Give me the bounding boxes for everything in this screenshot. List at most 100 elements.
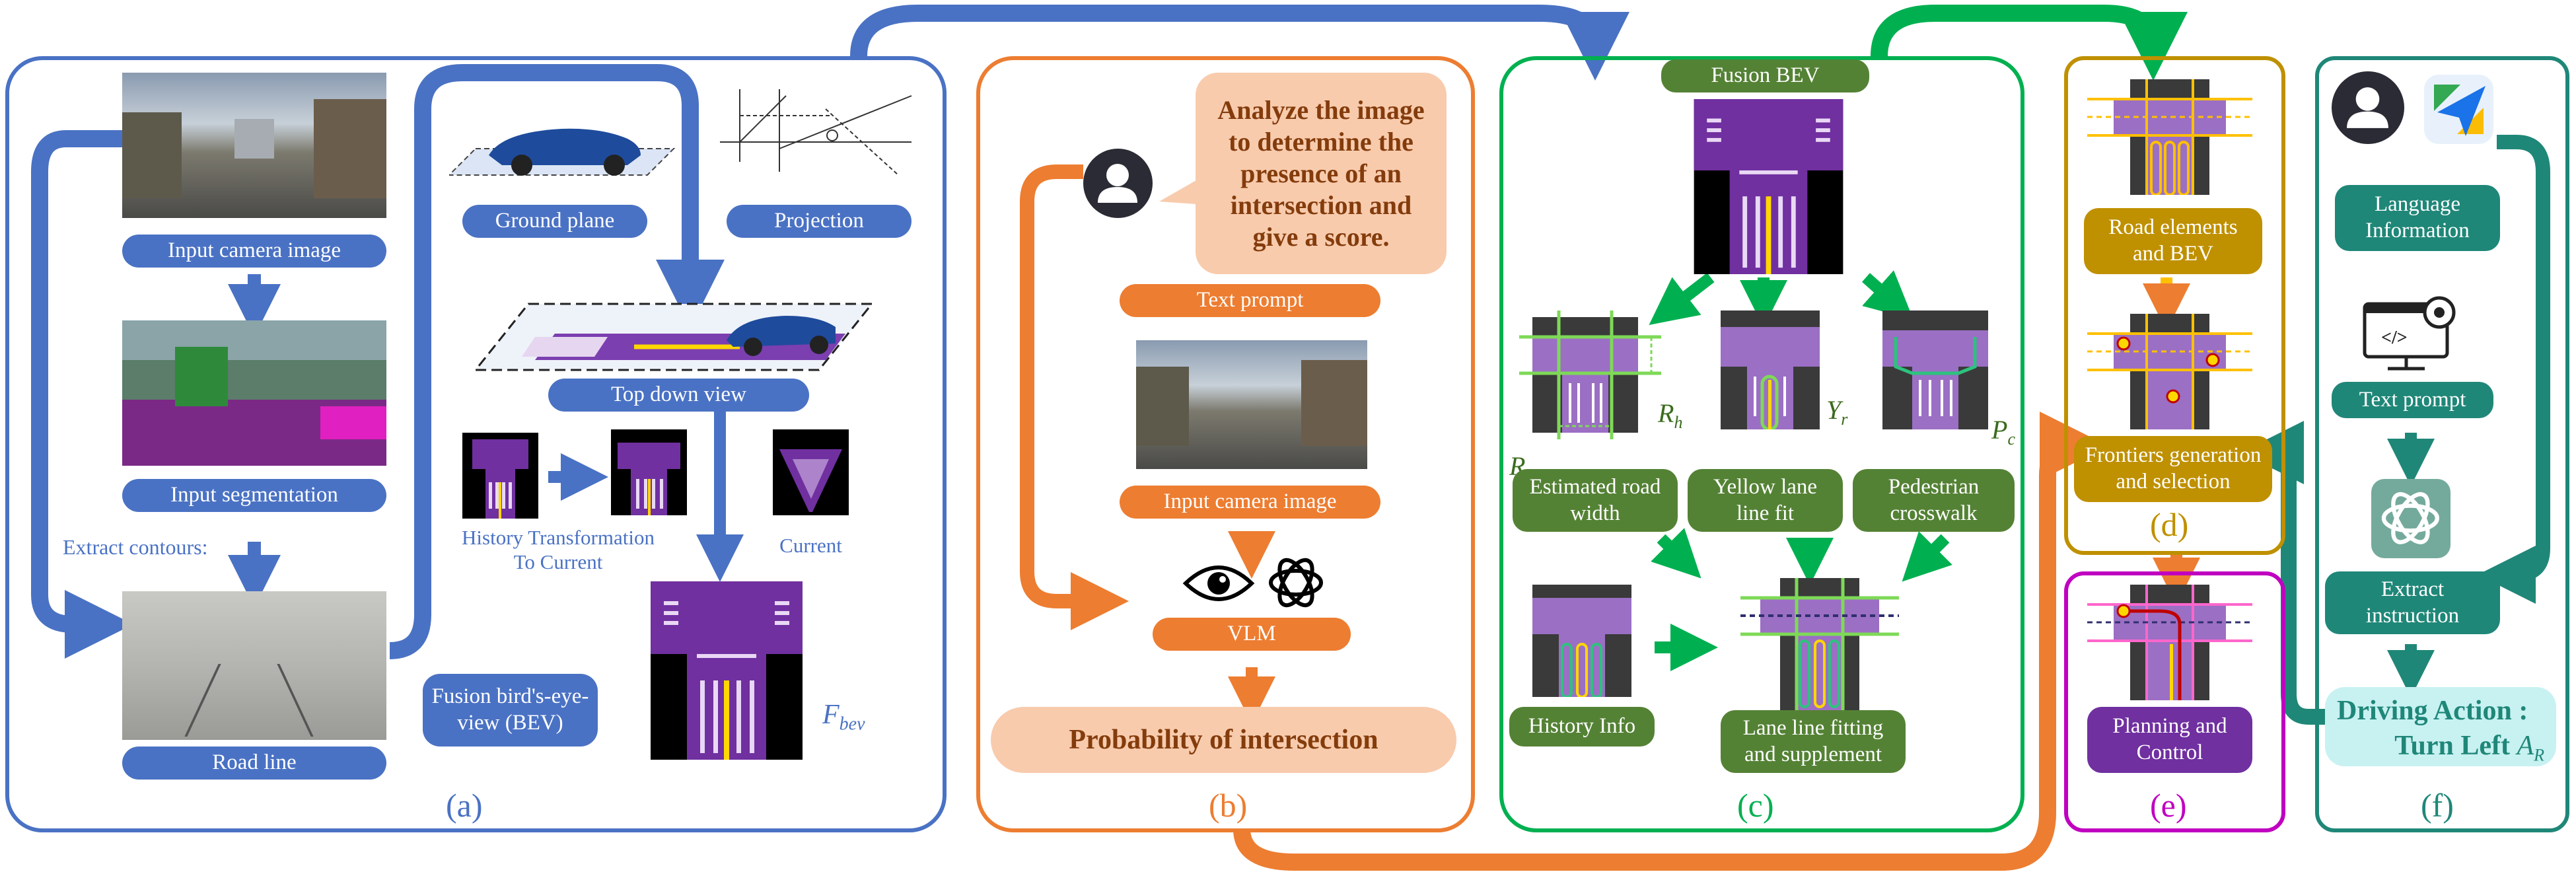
- road-elements-label: Road elements and BEV: [2084, 208, 2262, 274]
- panel-d-letter: (d): [2150, 506, 2189, 543]
- lane-fitting-bev-graphic: [1740, 578, 1899, 710]
- speech-bubble-tail: [1159, 175, 1205, 205]
- history-info-bev-graphic: [1532, 585, 1631, 697]
- probability-label: Probability of intersection: [991, 707, 1456, 773]
- input-camera-label: Input camera image: [122, 235, 386, 268]
- current-label: Current: [779, 534, 842, 557]
- input-segmentation-label: Input segmentation: [122, 479, 386, 512]
- rh-symbol-sub: h: [1674, 413, 1683, 432]
- fusion-bev-label-c: Fusion BEV: [1661, 59, 1869, 92]
- user-avatar-icon-f: [2332, 71, 2404, 144]
- driving-action-line1: Driving Action :: [2337, 696, 2528, 726]
- arrow-b-left-loop: [1020, 164, 1129, 630]
- history-bev-graphic: [462, 433, 538, 519]
- panel-b-letter: (b): [1209, 787, 1248, 824]
- transformed-bev-graphic: [611, 429, 687, 515]
- history-info-label: History Info: [1509, 707, 1655, 747]
- openai-logo-icon-f: [2381, 492, 2439, 544]
- rh-symbol: Rh: [1658, 367, 1682, 433]
- planning-label: Planning and Control: [2087, 707, 2252, 773]
- driving-action-box: Driving Action : Turn Left AR: [2325, 687, 2556, 766]
- road-line-image: [122, 591, 386, 740]
- chatgpt-logo-icon: [2371, 479, 2451, 558]
- rh-symbol-main: R: [1658, 398, 1674, 428]
- driving-action-text: Turn Left: [2394, 730, 2510, 761]
- fusion-bev-label-a: Fusion bird's-eye- view (BEV): [423, 674, 598, 747]
- yr-symbol: Yr: [1826, 363, 1847, 429]
- ar-symbol: AR: [2517, 730, 2544, 764]
- user-glyph-b: [1098, 164, 1137, 203]
- pc-symbol: Pc: [1991, 383, 2015, 449]
- openai-logo-icon-b: [1269, 558, 1323, 608]
- panel-c: [1499, 56, 2024, 832]
- pc-symbol-main: P: [1991, 415, 2008, 445]
- input-segmentation-image: [122, 320, 386, 466]
- user-glyph-f: [2347, 87, 2388, 128]
- road-width-bev-graphic: [1519, 310, 1661, 439]
- arrow-a-center-loop: [389, 64, 725, 659]
- arrow-c-bev-right: [1862, 270, 1914, 320]
- panel-e: [2064, 571, 2285, 832]
- arrow-c-to-d: [1871, 5, 2188, 81]
- arrow-c-bev-left: [1649, 272, 1715, 325]
- input-camera-image-b: [1136, 340, 1367, 469]
- arrow-f-to-d: [2240, 421, 2332, 725]
- arrow-a-to-c: [850, 4, 1629, 81]
- language-info-label: Language Information: [2335, 185, 2500, 251]
- maps-navigation-icon: [2424, 75, 2493, 144]
- crosswalk-bev-graphic: [1882, 310, 1988, 429]
- arrow-c-cross-fit: [1902, 531, 1952, 582]
- ground-plane-label: Ground plane: [462, 205, 647, 238]
- top-down-view-graphic: [476, 303, 872, 371]
- arrow-b-to-d: [1233, 412, 2108, 871]
- panel-a: [5, 56, 947, 832]
- svg-text:</>: </>: [2381, 328, 2408, 348]
- arrow-f-language: [2478, 135, 2550, 604]
- fusion-bev-graphic-a: [651, 581, 803, 760]
- top-down-view-label: Top down view: [548, 379, 809, 412]
- arrow-c-width-fit: [1651, 528, 1701, 579]
- panel-d: [2064, 56, 2285, 555]
- driving-action-line2: Turn Left AR: [2337, 729, 2544, 766]
- projection-label: Projection: [727, 205, 912, 238]
- fusion-bev-graphic-c: [1694, 99, 1843, 274]
- user-avatar-icon-b: [1083, 149, 1153, 218]
- yr-symbol-main: Y: [1826, 395, 1842, 425]
- pc-symbol-sub: c: [2007, 429, 2015, 449]
- frontier-bev-graphic: [2087, 314, 2252, 429]
- yr-symbol-sub: r: [1841, 410, 1848, 429]
- ar-symbol-sub: R: [2534, 745, 2544, 764]
- yellow-lane-bev-graphic: [1721, 310, 1820, 429]
- panel-a-letter: (a): [446, 787, 483, 824]
- projection-graphic: [720, 89, 912, 176]
- extract-contours-label: Extract contours:: [63, 535, 208, 559]
- road-elements-bev-graphic: [2087, 79, 2252, 195]
- yellow-lane-label: Yellow lane line fit: [1688, 469, 1843, 532]
- ground-plane-graphic: [449, 128, 676, 176]
- panel-b: [976, 56, 1475, 832]
- panel-c-letter: (c): [1737, 787, 1774, 824]
- input-camera-label-b: Input camera image: [1120, 486, 1380, 519]
- arrow-a-left-loop: [31, 130, 133, 659]
- text-prompt-label-b: Text prompt: [1120, 284, 1380, 317]
- planning-bev-graphic: [2087, 585, 2252, 700]
- ar-symbol-main: A: [2517, 730, 2534, 761]
- speech-bubble: Analyze the image to determine the prese…: [1196, 73, 1447, 274]
- eye-icon: [1182, 565, 1255, 601]
- input-camera-image: [122, 73, 386, 218]
- fbev-symbol-sub: bev: [839, 713, 865, 735]
- text-prompt-label-f: Text prompt: [2332, 382, 2493, 418]
- panel-e-letter: (e): [2150, 787, 2187, 824]
- road-line-label: Road line: [122, 747, 386, 780]
- panel-f: [2315, 56, 2569, 832]
- fbev-symbol: Fbev: [822, 667, 865, 735]
- crosswalk-label: Pedestrian crosswalk: [1853, 469, 2015, 532]
- road-width-label: Estimated road width: [1513, 469, 1678, 532]
- fbev-symbol-main: F: [822, 700, 840, 730]
- frontiers-label: Frontiers generation and selection: [2074, 436, 2272, 502]
- extract-instruction-label: Extract instruction: [2325, 571, 2500, 634]
- lane-fitting-label: Lane line fitting and supplement: [1721, 710, 1906, 773]
- history-transformation-label: History Transformation To Current: [462, 526, 655, 574]
